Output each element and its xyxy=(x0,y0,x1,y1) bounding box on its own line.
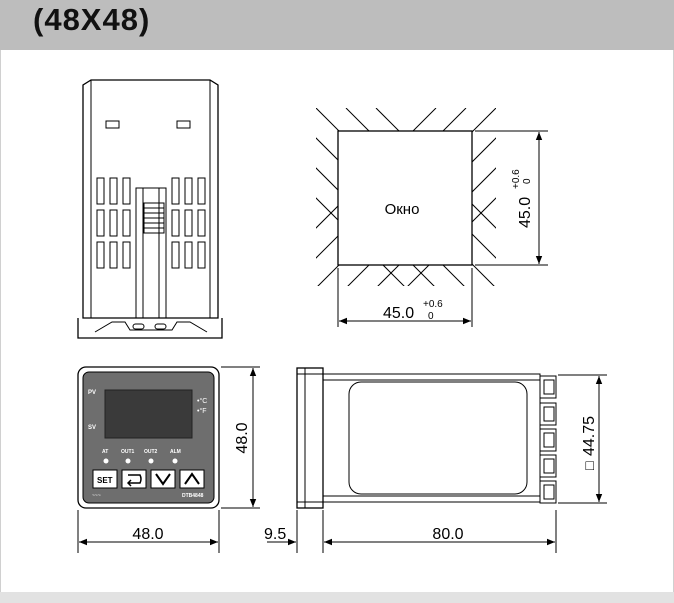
vent-slots-left xyxy=(96,177,131,269)
mounting-bracket-view xyxy=(77,79,223,339)
latch xyxy=(135,187,167,318)
panel-cutout-view: Окно 45.0 +0.6 0 45.0 +0.6 0 xyxy=(316,108,548,327)
svg-text:•°C: •°C xyxy=(197,397,207,405)
front-height-value: 48.0 xyxy=(234,422,251,453)
bezel-depth-value: 9.5 xyxy=(264,526,286,543)
cutout-height-tol-upper: +0.6 xyxy=(511,169,522,189)
terminal-block xyxy=(539,375,557,504)
set-button-label: SET xyxy=(97,476,113,485)
square-symbol: □ xyxy=(581,461,597,470)
cutout-width-tol-lower: 0 xyxy=(428,311,434,322)
sv-label: SV xyxy=(88,425,96,431)
indicator-out1: OUT1 xyxy=(121,449,135,455)
indicator-labels: AT OUT1 OUT2 ALM xyxy=(102,449,181,455)
vent-slots-right xyxy=(171,177,206,269)
indicator-at: AT xyxy=(102,449,108,455)
model-label: DTB4848 xyxy=(182,493,204,499)
return-icon xyxy=(126,474,142,487)
bottom-strip xyxy=(0,592,674,603)
side-label-window xyxy=(348,381,528,495)
cutout-label: Окно xyxy=(385,201,420,218)
page-title: (48X48) xyxy=(33,2,151,37)
svg-text:•°F: •°F xyxy=(197,407,207,415)
chevron-up-icon xyxy=(184,472,200,485)
cutout-height-value: 45.0 xyxy=(517,197,534,228)
indicator-alm: ALM xyxy=(170,449,181,455)
display-window xyxy=(104,389,193,439)
indicator-out2: OUT2 xyxy=(144,449,158,455)
brand-logo: ~~~ xyxy=(92,493,101,499)
side-bezel xyxy=(296,367,324,509)
header-bar: (48X48) xyxy=(0,0,674,50)
front-view: PV SV •°C •°F AT OUT1 OUT2 ALM SET ~~~ D… xyxy=(77,366,260,553)
side-view xyxy=(267,367,607,553)
set-button[interactable] xyxy=(92,469,118,489)
cutout-height-tol-lower: 0 xyxy=(522,178,533,184)
cutout-width-tol-upper: +0.6 xyxy=(423,299,443,310)
front-width-value: 48.0 xyxy=(132,526,163,543)
chevron-down-icon xyxy=(155,473,171,486)
drawing-frame xyxy=(0,50,674,603)
body-depth-value: 80.0 xyxy=(432,526,463,543)
body-height-value: 44.75 xyxy=(581,416,598,456)
return-button[interactable] xyxy=(121,469,147,489)
indicator-leds xyxy=(103,458,178,464)
pv-label: PV xyxy=(88,390,96,396)
cutout-window xyxy=(337,130,473,266)
cutout-width-value: 45.0 xyxy=(383,305,414,322)
